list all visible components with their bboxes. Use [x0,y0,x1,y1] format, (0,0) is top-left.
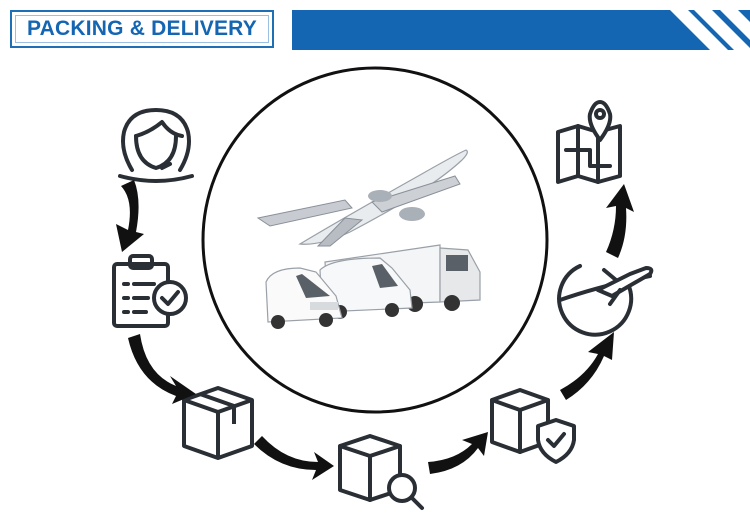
customer-service-icon [118,108,194,183]
flow-arrow-6 [606,184,634,258]
flow-arrow-4 [428,432,488,474]
flow-arrow-2 [128,334,196,404]
page-title: PACKING & DELIVERY [27,17,257,40]
header-banner [292,10,750,50]
order-checklist-icon [112,254,188,328]
destination-map-icon [556,100,622,184]
flow-arrow-1 [116,180,144,252]
secure-package-icon [490,388,576,464]
center-illustration [201,66,549,414]
title-box: PACKING & DELIVERY [10,10,274,48]
package-inspection-icon [338,434,424,510]
package-box-icon [182,386,254,460]
flow-arrow-5 [560,332,614,400]
delivery-van-icon [319,257,413,319]
flow-arrow-3 [254,436,334,480]
airplane-icon [256,149,468,247]
small-van-icon [265,267,343,329]
air-shipping-icon [557,264,654,337]
